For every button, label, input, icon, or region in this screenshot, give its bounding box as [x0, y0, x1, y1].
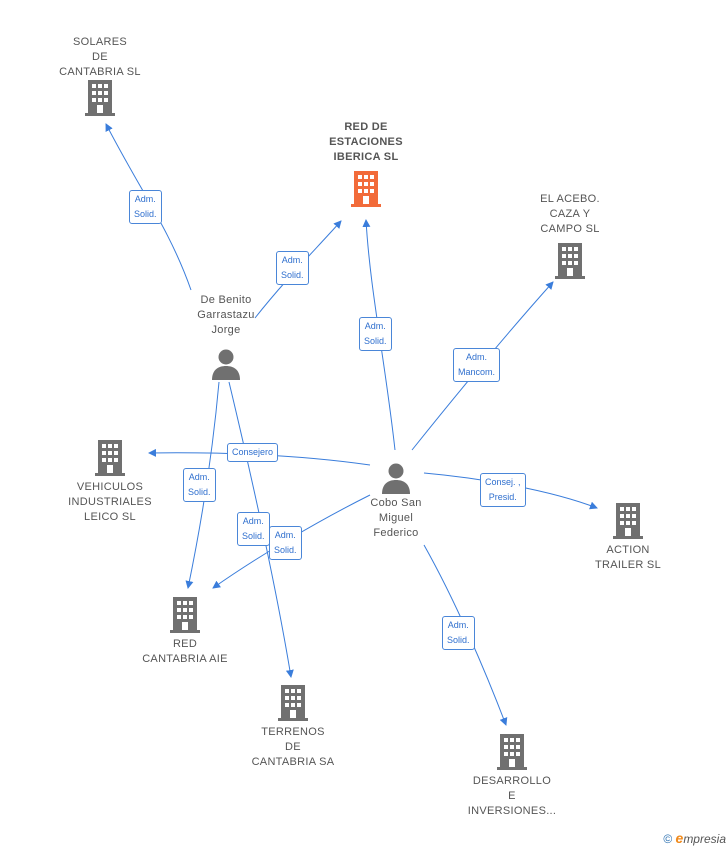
node-label: Cobo San Miguel Federico — [370, 497, 422, 539]
node-red-estaciones[interactable]: RED DE ESTACIONES IBERICA SL — [306, 120, 426, 207]
edge-label-cobo-vehiculos[interactable]: Consejero — [227, 443, 279, 462]
building-icon — [555, 243, 585, 279]
copyright-symbol: © — [663, 832, 673, 846]
edge-label-cobo-acebo[interactable]: Adm. Mancom. — [453, 348, 501, 382]
node-label: ACTION TRAILER SL — [595, 544, 661, 571]
edge-label-cobo-desarrollo[interactable]: Adm. Solid. — [442, 616, 475, 650]
node-label: RED DE ESTACIONES IBERICA SL — [329, 121, 403, 163]
node-cobo[interactable]: Cobo San Miguel Federico — [336, 462, 456, 541]
logo-initial: e — [675, 830, 684, 846]
node-acebo[interactable]: EL ACEBO. CAZA Y CAMPO SL — [510, 192, 630, 279]
logo-text: mpresia — [683, 832, 726, 846]
building-icon — [170, 597, 200, 633]
edge-label-cobo-action[interactable]: Consej. , Presid. — [480, 473, 526, 507]
edge-label-cobo-redcantabria[interactable]: Adm. Solid. — [269, 526, 302, 560]
node-action[interactable]: ACTION TRAILER SL — [568, 503, 688, 573]
node-solares[interactable]: SOLARES DE CANTABRIA SL — [40, 35, 160, 116]
node-terrenos[interactable]: TERRENOS DE CANTABRIA SA — [233, 685, 353, 770]
node-vehiculos[interactable]: VEHICULOS INDUSTRIALES LEICO SL — [48, 440, 172, 525]
building-icon — [95, 440, 125, 476]
edge-label-debenito-solares[interactable]: Adm. Solid. — [129, 190, 162, 224]
building-icon — [85, 80, 115, 116]
node-label: VEHICULOS INDUSTRIALES LEICO SL — [68, 481, 152, 523]
building-icon — [497, 734, 527, 770]
empresia-logo: © empresia — [663, 830, 726, 846]
person-icon — [212, 349, 240, 380]
node-label: DESARROLLO E INVERSIONES... — [467, 775, 557, 817]
node-label: De Benito Garrastazu Jorge — [197, 294, 255, 336]
node-label: RED CANTABRIA AIE — [142, 638, 228, 665]
edge-label-cobo-redestaciones[interactable]: Adm. Solid. — [359, 317, 392, 351]
node-red-cantabria[interactable]: RED CANTABRIA AIE — [125, 597, 245, 667]
person-icon — [382, 463, 410, 494]
building-icon — [278, 685, 308, 721]
edge-label-debenito-redcantabria[interactable]: Adm. Solid. — [183, 468, 216, 502]
node-desarrollo[interactable]: DESARROLLO E INVERSIONES... — [452, 734, 572, 819]
building-icon — [351, 171, 381, 207]
edge-label-debenito-terrenos[interactable]: Adm. Solid. — [237, 512, 270, 546]
node-label: SOLARES DE CANTABRIA SL — [59, 36, 141, 78]
node-de-benito[interactable]: De Benito Garrastazu Jorge — [166, 293, 286, 380]
node-label: TERRENOS DE CANTABRIA SA — [251, 726, 335, 768]
edge-label-debenito-redestaciones[interactable]: Adm. Solid. — [276, 251, 309, 285]
node-label: EL ACEBO. CAZA Y CAMPO SL — [540, 193, 600, 235]
building-icon — [613, 503, 643, 539]
